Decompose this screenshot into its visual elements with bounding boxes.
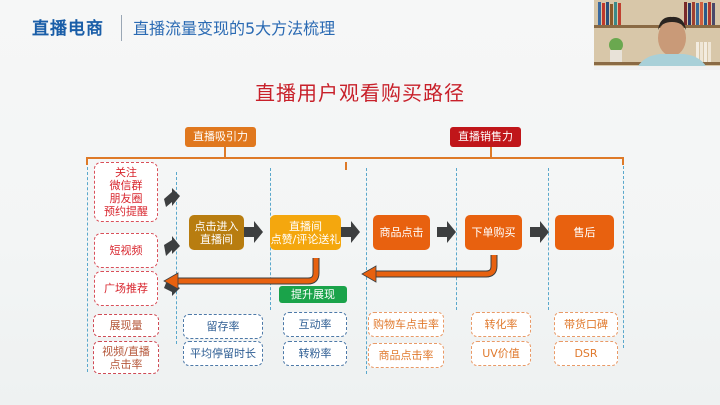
slide-subtitle: 直播流量变现的5大方法梳理 <box>133 19 336 38</box>
column-separator <box>87 167 88 372</box>
connector-line <box>224 147 226 157</box>
diagram-title: 直播用户观看购买路径 <box>255 81 465 105</box>
metric-impressions: 展现量 <box>93 314 159 337</box>
stage-label: 商品点击 <box>379 226 424 239</box>
stage-line1: 点击进入 <box>194 219 239 233</box>
metric-product-ctr: 商品点击率 <box>368 343 444 368</box>
source-follow-wechat-moments-reminder: 关注 微信群 朋友圈 预约提醒 <box>94 162 158 222</box>
stage-place-order: 下单购买 <box>465 215 522 250</box>
step-arrow-icon <box>244 221 263 243</box>
bracket-end-right <box>622 157 624 165</box>
feedback-arrow-order-to-product <box>370 255 498 278</box>
stage-product-click: 商品点击 <box>373 215 430 250</box>
column-separator <box>623 166 624 348</box>
metric-video-live-ctr: 视频/直播 点击率 <box>93 341 159 374</box>
metric-follower-conversion: 转粉率 <box>283 341 347 366</box>
metric-uv-value: UV价值 <box>471 341 531 366</box>
boost-exposure-tag: 提升展现 <box>279 286 347 303</box>
step-arrow-icon <box>437 221 456 243</box>
stage-label: 售后 <box>573 226 596 239</box>
column-separator <box>548 168 549 310</box>
stage-line2: 点赞/评论送礼 <box>270 232 341 246</box>
brand-title: 直播电商 <box>32 19 104 39</box>
stage-after-sales: 售后 <box>555 215 614 250</box>
presenter-video <box>594 0 720 70</box>
column-separator <box>456 168 457 310</box>
step-arrow-icon <box>530 221 549 243</box>
metric-retention: 留存率 <box>183 314 263 339</box>
stage-like-comment-gift: 直播间 点赞/评论送礼 <box>270 215 341 250</box>
feedback-arrow-interaction-to-plaza <box>172 258 320 285</box>
group-tag-sales: 直播销售力 <box>450 127 521 147</box>
column-separator <box>176 172 177 344</box>
connector-line <box>490 147 492 157</box>
metric-dsr: DSR <box>554 341 618 366</box>
stage-label: 下单购买 <box>471 226 516 239</box>
stage-line1: 直播间 <box>289 219 322 233</box>
group-tag-attraction: 直播吸引力 <box>185 127 256 147</box>
step-arrow-icon <box>164 188 180 207</box>
bracket-mid <box>345 162 347 170</box>
stage-enter-live-room: 点击进入 直播间 <box>189 215 244 250</box>
metric-conversion-rate: 转化率 <box>471 312 531 337</box>
bracket-line <box>86 157 624 159</box>
metric-avg-stay-time: 平均停留时长 <box>183 341 263 366</box>
header-divider <box>121 15 122 41</box>
metric-sales-reputation: 带货口碑 <box>554 312 618 337</box>
stage-line2: 直播间 <box>200 232 233 246</box>
step-arrow-icon <box>164 236 180 256</box>
source-short-video: 短视频 <box>94 233 158 268</box>
bracket-end-left <box>86 157 88 165</box>
step-arrow-icon <box>341 221 360 243</box>
metric-interaction-rate: 互动率 <box>283 312 347 337</box>
metric-cart-ctr: 购物车点击率 <box>368 312 444 337</box>
source-plaza-recommend: 广场推荐 <box>94 271 158 306</box>
